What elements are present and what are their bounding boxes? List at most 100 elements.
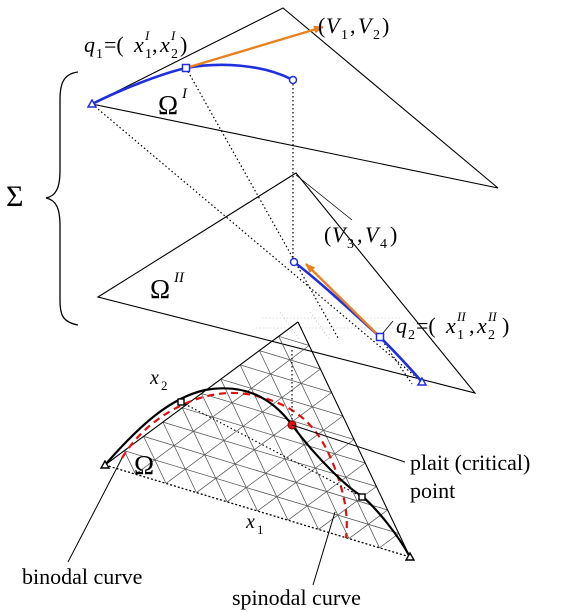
grid-line	[278, 335, 310, 346]
q1-label: q 1 =( x I 1 , x I 2 )	[84, 28, 187, 62]
grid-line	[124, 450, 399, 534]
v34-pointer	[295, 174, 353, 221]
grid-line	[318, 486, 377, 530]
grid-line	[239, 364, 332, 393]
lower-plane	[96, 172, 477, 394]
svg-text:1: 1	[341, 28, 348, 43]
q2-label: q 2 =( x II 1 , x II 2 )	[396, 309, 509, 343]
grid-line	[278, 336, 380, 548]
lower-plane-faint-grid	[256, 311, 406, 341]
q2-square-marker	[375, 332, 385, 342]
svg-text:V: V	[358, 13, 374, 38]
triangle-base-edge	[104, 464, 411, 558]
svg-text:x: x	[133, 32, 144, 57]
lower-circle-marker	[289, 257, 299, 267]
svg-text:,: ,	[350, 13, 356, 38]
svg-text:): )	[382, 13, 389, 38]
svg-text:2: 2	[161, 378, 168, 393]
svg-text:1: 1	[257, 522, 264, 537]
q1-square-marker	[181, 63, 191, 73]
svg-text:): )	[180, 32, 187, 57]
svg-text:II: II	[487, 309, 497, 324]
binodal-curve	[104, 387, 411, 558]
svg-text:Ω: Ω	[134, 450, 154, 480]
omega-I-label: Ω I	[158, 86, 188, 120]
x1-label: x 1	[245, 511, 264, 537]
svg-text:x: x	[245, 511, 255, 533]
plait-label-line1: plait (critical)	[410, 450, 530, 475]
grid-line	[123, 450, 136, 475]
svg-text:II: II	[456, 309, 466, 324]
svg-text:): )	[390, 222, 397, 247]
grid-line	[201, 393, 355, 440]
svg-text:Ω: Ω	[150, 274, 170, 304]
svg-text:q: q	[396, 313, 407, 338]
svg-text:2: 2	[171, 47, 178, 62]
x2-label: x 2	[149, 367, 168, 393]
svg-text:1: 1	[96, 47, 103, 62]
upper-blue-curve	[91, 63, 294, 106]
svg-text:Ω: Ω	[158, 90, 178, 120]
plait-label-line2: point	[410, 478, 455, 503]
svg-text:x: x	[476, 313, 487, 338]
svg-text:): )	[502, 313, 509, 338]
upper-left-triangle-marker	[86, 98, 98, 108]
triangle-left-edge	[104, 321, 299, 466]
svg-text:,: ,	[357, 222, 363, 247]
grid-line	[257, 439, 355, 512]
svg-text:q: q	[84, 32, 95, 57]
svg-text:x: x	[149, 367, 159, 389]
upper-plane	[90, 7, 499, 189]
svg-text:4: 4	[380, 237, 387, 252]
grid-line	[165, 368, 321, 484]
binodal-right-marker	[404, 551, 416, 561]
omega-II-label: Ω II	[150, 270, 185, 304]
svg-text:1: 1	[457, 328, 464, 343]
svg-text:V: V	[326, 13, 342, 38]
svg-text:=(: =(	[416, 313, 436, 338]
triangle-grid-lines	[123, 335, 400, 549]
svg-text:I: I	[170, 28, 176, 43]
svg-text:x: x	[159, 32, 170, 57]
svg-text:(: (	[324, 222, 331, 247]
sigma-label: Σ	[6, 180, 23, 213]
grid-line	[259, 350, 350, 539]
svg-text:3: 3	[347, 237, 354, 252]
v12-label: ( V 1 , V 2 )	[318, 13, 389, 43]
svg-text:,: ,	[469, 313, 475, 338]
plait-pointer	[291, 424, 406, 463]
svg-text:II: II	[173, 270, 185, 286]
grid-line	[162, 421, 377, 487]
svg-text:x: x	[445, 313, 456, 338]
spinodal-curve	[121, 391, 348, 539]
spinodal-label: spinodal curve	[232, 585, 361, 610]
binodal-pointer	[67, 457, 123, 563]
grid-line	[143, 436, 388, 511]
svg-text:(: (	[318, 13, 325, 38]
svg-text:,: ,	[152, 32, 158, 57]
bottom-right-square-marker	[358, 493, 366, 501]
triangle-right-edge	[297, 321, 411, 558]
svg-text:V: V	[332, 222, 348, 247]
grid-line	[162, 421, 197, 493]
bottom-tie-line	[180, 401, 363, 498]
q2-pointer	[382, 320, 394, 334]
v34-label: ( V 3 , V 4 )	[324, 222, 397, 252]
grid-line	[239, 364, 319, 530]
bottom-left-square-marker	[177, 398, 185, 406]
binodal-left-marker	[99, 459, 111, 469]
upper-circle-marker	[288, 75, 298, 85]
svg-text:2: 2	[488, 328, 495, 343]
grid-line	[201, 393, 258, 512]
omega-label: Ω	[134, 450, 154, 480]
svg-text:=(: =(	[104, 32, 124, 57]
svg-text:I: I	[181, 86, 188, 102]
vector-v12	[185, 25, 324, 70]
composition-triangle	[104, 321, 411, 558]
lower-right-triangle-marker	[416, 376, 428, 386]
grid-line	[135, 345, 310, 475]
spinodal-pointer	[312, 511, 336, 586]
svg-text:2: 2	[408, 328, 415, 343]
